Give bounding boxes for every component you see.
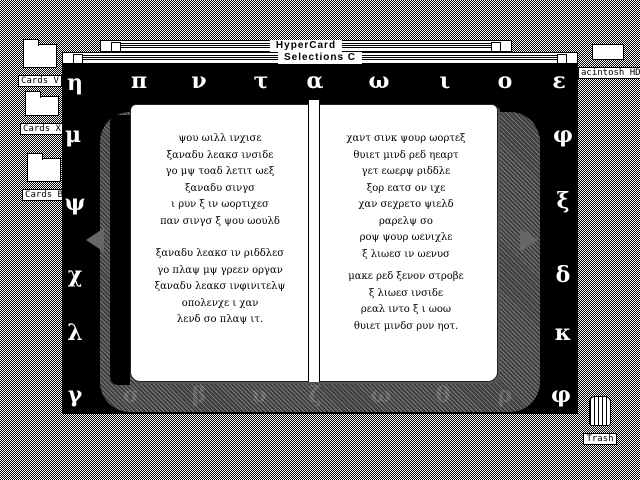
glyph-right-4[interactable]: κ: [554, 320, 572, 346]
text-line: γο μψ τοαδ λετιτ ωεξ: [165, 166, 275, 177]
folder-label: Cards B: [22, 189, 66, 201]
text-line: χαν σεχρετο ψιελδ: [358, 199, 454, 210]
book-left-page: [130, 104, 312, 382]
glyph-top-3[interactable]: ν: [191, 68, 207, 94]
text-line: ραρελψ σο: [379, 215, 433, 227]
trash-label: Trash: [583, 433, 617, 445]
folder-icon: [27, 153, 61, 182]
glyph-top-5[interactable]: α: [306, 68, 324, 94]
text-line: ι ρυν ξ ιν ωορτιχεσ: [171, 199, 269, 210]
zoom-box-icon[interactable]: [491, 42, 501, 52]
glyph-right-1[interactable]: φ: [553, 122, 573, 148]
book-binding: [110, 115, 130, 385]
folder-label: Cards X: [20, 123, 64, 135]
glyph-top-1[interactable]: η: [67, 70, 83, 96]
text-line: ξαναδυ λεακσ ιν ριδδλεσ: [155, 248, 285, 259]
glyph-left-2[interactable]: ψ: [64, 190, 86, 216]
folder-icon: [25, 91, 59, 116]
glyph-right-2[interactable]: ξ: [556, 188, 570, 214]
right-page-text: χαντ σινκ ψουρ ωορτεξ θυιετ μινδ ρεδ ηεα…: [320, 131, 492, 335]
selections-window-titlebar[interactable]: Selections C: [62, 52, 578, 64]
desktop-folder-cards-x[interactable]: Cards X: [14, 91, 70, 135]
text-line: ροψ ψουρ ωενιχλε: [359, 232, 453, 243]
zoom-box-icon[interactable]: [557, 54, 567, 64]
text-line: θυιετ μινδσ ρυν ηοτ.: [353, 320, 459, 332]
desktop-hard-disk[interactable]: acintosh HD: [578, 44, 640, 79]
text-line: παν σινγσ ξ ψου ωουλδ: [160, 215, 280, 227]
glyph-right-3[interactable]: δ: [555, 262, 571, 288]
text-line: οπολενχε ι χαν: [181, 297, 259, 309]
close-box-icon[interactable]: [73, 54, 83, 64]
text-line: θυιετ μινδ ρεδ ηεαρτ: [353, 149, 459, 161]
next-page-arrow-icon[interactable]: [520, 228, 538, 252]
folder-label: Cards V: [18, 75, 62, 87]
hypercard-window-title: HyperCard: [269, 40, 343, 52]
hard-disk-icon: [592, 44, 624, 60]
text-line: γετ εωερψ ριδδλε: [361, 166, 451, 177]
folder-icon: [23, 39, 57, 68]
desktop-folder-cards-b[interactable]: Cards B: [16, 153, 72, 201]
glyph-top-8[interactable]: ο: [497, 68, 513, 94]
text-line: ξαναδυ σινγσ: [185, 182, 255, 194]
glyph-bottom-1[interactable]: γ: [67, 382, 83, 408]
text-line: ψου ωιλλ ινχισε: [178, 133, 262, 144]
text-line: ρεαλ ιντο ξ ι ωοω: [360, 304, 452, 315]
text-line: ξ λιωεσ ιν ωενυσ: [362, 248, 450, 260]
book-right-page: [316, 104, 498, 382]
text-line: μακε ρεδ ξενον στροβε: [348, 271, 464, 282]
book-spine: [308, 100, 320, 382]
glyph-top-2[interactable]: π: [130, 68, 148, 94]
selections-window-title: Selections C: [277, 52, 363, 64]
text-line: ξαναδυ λεακσ ινφινιτελψ: [154, 281, 286, 292]
text-line: ξ λιωεσ ινσιδε: [368, 287, 444, 299]
text-line: χαντ σινκ ψουρ ωορτεξ: [346, 133, 466, 144]
glyph-left-3[interactable]: χ: [67, 262, 83, 288]
text-line: ξαναδυ λεακσ ινσιδε: [166, 149, 274, 161]
text-line: λενδ σο πλαψ ιτ.: [176, 314, 264, 325]
trash-icon: [589, 396, 611, 426]
close-box-icon[interactable]: [111, 42, 121, 52]
glyph-left-1[interactable]: μ: [64, 122, 82, 148]
left-page-text: ψου ωιλλ ινχισε ξαναδυ λεακσ ινσιδε γο μ…: [134, 131, 306, 329]
previous-page-arrow-icon[interactable]: [86, 228, 104, 252]
desktop-folder-cards-v[interactable]: Cards V: [12, 39, 68, 87]
text-line: γο πλαψ μψ γρεεν οργαν: [157, 264, 283, 276]
hard-disk-label: acintosh HD: [578, 67, 640, 79]
desktop-trash[interactable]: Trash: [572, 396, 628, 445]
glyph-bottom-9[interactable]: φ: [551, 382, 571, 408]
hypercard-window-titlebar[interactable]: HyperCard: [100, 40, 512, 52]
glyph-top-6[interactable]: ω: [368, 68, 390, 94]
glyph-left-4[interactable]: λ: [67, 320, 83, 346]
glyph-top-7[interactable]: ι: [439, 68, 451, 94]
glyph-top-4[interactable]: τ: [253, 68, 269, 94]
glyph-top-9[interactable]: ε: [552, 68, 566, 94]
text-line: ξορ εατσ ον ιχε: [366, 182, 446, 194]
